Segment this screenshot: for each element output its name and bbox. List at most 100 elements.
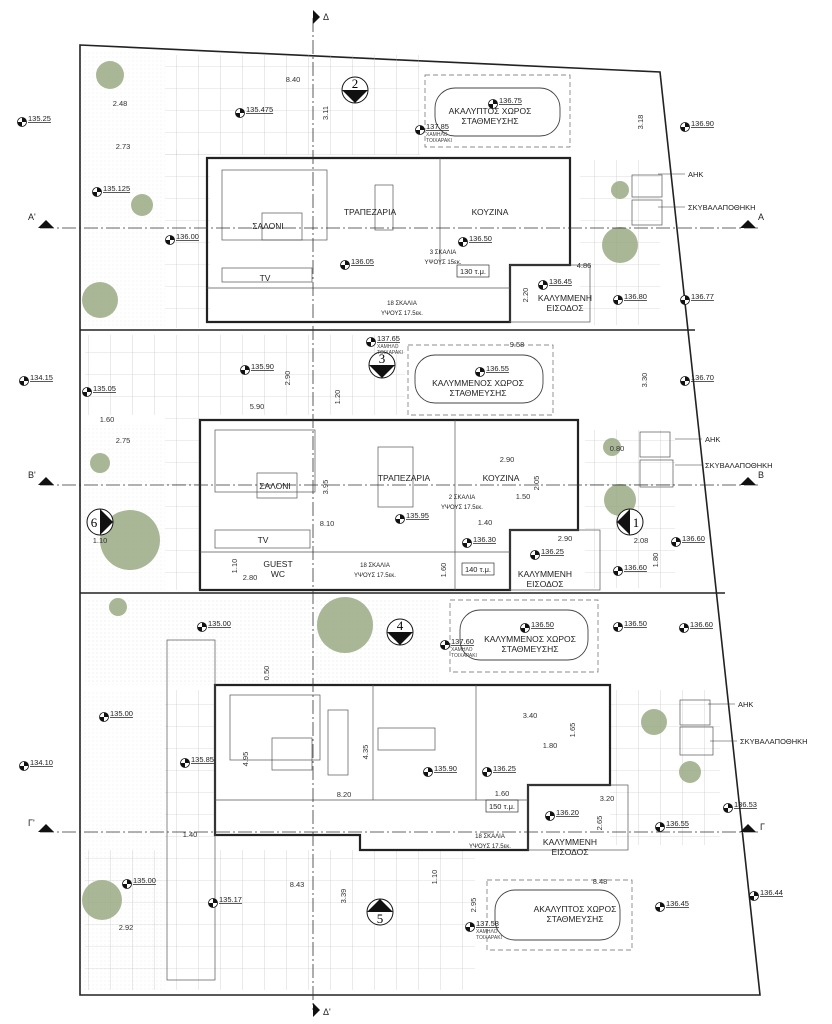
section-arrow-icon [740, 220, 756, 228]
room-label-text: 130 τ.μ. [460, 267, 486, 276]
elevation-value: 136.45 [549, 277, 572, 286]
elevation-value: 135.475 [246, 105, 273, 114]
elevation-marker: 135.00 [197, 619, 231, 632]
dimension-label: 1.80 [651, 553, 660, 568]
section-arrow-icon [740, 477, 756, 485]
elevation-value: 134.15 [30, 373, 53, 382]
section-label-a-left: A' [28, 212, 36, 222]
room-label: 130 τ.μ. [456, 264, 490, 278]
dimension-label: 4.86 [577, 261, 592, 270]
elevation-value: 136.45 [666, 899, 689, 908]
section-arrow-icon [313, 10, 320, 24]
elevation-marker: 136.55 [475, 364, 509, 377]
elevation-marker: 134.10 [19, 758, 53, 771]
view-marker-number: 4 [397, 618, 404, 633]
elevation-marker: 136.55 [655, 819, 689, 832]
view-marker: 6 [86, 508, 114, 536]
tree-icon [602, 227, 638, 263]
elevation-value: 136.90 [691, 119, 714, 128]
elevation-marker: 136.60 [679, 620, 713, 633]
low-wall-note: ΤΟΙΧΑΡΑΚΙ [476, 935, 502, 941]
dimension-label: 2.75 [116, 436, 131, 445]
elevation-marker: 136.75 [488, 96, 522, 109]
dimension-label: 1.65 [568, 723, 577, 738]
view-marker: 3 [368, 351, 396, 379]
section-arrow-icon [38, 824, 54, 832]
tree-icon [82, 880, 122, 920]
view-marker-number: 5 [377, 911, 384, 926]
elevation-marker: 135.05 [82, 384, 116, 397]
dimension-label: 1.60 [439, 563, 448, 578]
elevation-value: 136.77 [691, 292, 714, 301]
elevation-marker: 135.95 [395, 511, 429, 524]
elevation-value: 136.05 [351, 257, 374, 266]
dimension-label: 1.50 [516, 492, 531, 501]
elevation-value: 135.85 [191, 755, 214, 764]
elevation-value: 136.70 [691, 373, 714, 382]
elevation-marker: 136.50 [613, 619, 647, 632]
tree-icon [603, 438, 621, 456]
site [79, 44, 761, 996]
dimension-label: 3.30 [640, 373, 649, 388]
elevation-marker: 136.45 [655, 899, 689, 912]
elevation-marker: 135.17 [208, 895, 242, 908]
dimension-label: 1.60 [495, 789, 510, 798]
dimension-label: 1.10 [430, 870, 439, 885]
section-label-g-left: Γ' [28, 818, 35, 828]
room-label: 140 τ.μ. [461, 562, 495, 576]
elevation-value: 136.25 [493, 764, 516, 773]
elevation-marker: 136.80 [613, 292, 647, 305]
elevation-value: 136.53 [734, 800, 757, 809]
elevation-marker: 136.60 [613, 563, 647, 576]
room-label-text: ΑΗΚ [688, 170, 703, 179]
dimension-label: 0.50 [262, 666, 271, 681]
elevation-marker: 134.15 [19, 373, 53, 386]
dimension-label: 3.18 [636, 115, 645, 130]
dimension-label: 3.20 [600, 794, 615, 803]
low-wall-note: ΤΟΙΧΑΡΑΚΙ [451, 653, 477, 659]
elevation-value: 135.00 [133, 876, 156, 885]
elevation-marker: 135.00 [99, 709, 133, 722]
car-icon [494, 889, 621, 941]
elevation-marker: 136.53 [723, 800, 757, 813]
view-arrow-icon [342, 90, 368, 103]
dimension-label: 2.92 [119, 923, 134, 932]
elevation-marker: 135.475 [235, 105, 273, 118]
room-label: ΚΟΥΖΙΝΑ [472, 207, 509, 217]
elevation-marker: 136.00 [165, 232, 199, 245]
elevation-value: 135.95 [406, 511, 429, 520]
elevation-marker: 136.20 [545, 808, 579, 821]
elevation-value: 137.58 [476, 919, 499, 928]
room-label: ΑΗΚ [658, 170, 703, 179]
view-marker: 4 [386, 618, 414, 646]
room-label-text: ΚΟΥΖΙΝΑ [483, 473, 520, 483]
dimension-label: 3.11 [321, 106, 330, 120]
elevation-value: 136.75 [499, 96, 522, 105]
view-marker-number: 1 [633, 515, 640, 530]
dimension-label: 1.10 [93, 536, 108, 545]
tree-icon [679, 761, 701, 783]
elevation-value: 136.55 [486, 364, 509, 373]
dimension-label: 1.80 [543, 741, 558, 750]
section-axes: Δ Δ' A' A B' B Γ' Γ [28, 10, 765, 1017]
dimension-label: 2.73 [116, 142, 131, 151]
elevation-marker: 136.60 [671, 534, 705, 547]
elevation-marker: 136.90 [680, 119, 714, 132]
elevation-value: 136.60 [682, 534, 705, 543]
dimension-label: 3.95 [321, 480, 330, 495]
house-1 [205, 156, 663, 324]
